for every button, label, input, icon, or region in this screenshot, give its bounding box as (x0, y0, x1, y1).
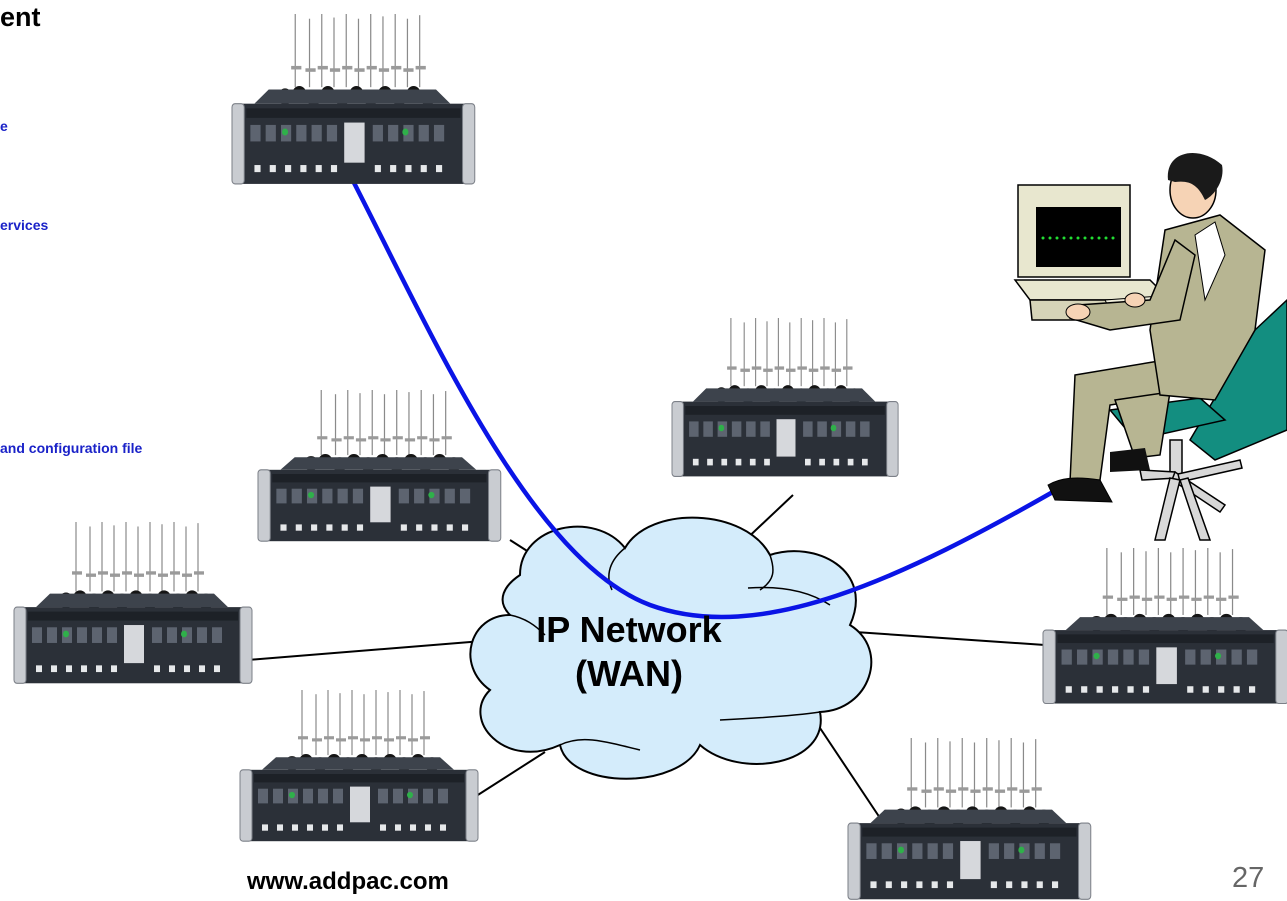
slide-title: ent (0, 2, 41, 32)
gateway-device (847, 737, 1092, 900)
gateway-device (671, 317, 899, 478)
website-link[interactable]: www.addpac.com (247, 868, 449, 895)
gateway-device (13, 521, 253, 684)
bullet-text: and configuration file (0, 440, 143, 456)
ip-network-label-line1: IP Network (536, 609, 722, 650)
bullet-text: e (0, 118, 8, 134)
ip-network-label: IP Network (WAN) (484, 608, 774, 696)
gateway-device (1042, 547, 1287, 705)
management-workstation (1013, 153, 1287, 541)
ip-network-label-line2: (WAN) (575, 653, 683, 694)
gateway-device (239, 689, 479, 842)
management-link (348, 173, 1067, 620)
page-number: 27 (1232, 862, 1265, 894)
ip-network-cloud (469, 516, 873, 780)
gateway-device (257, 389, 502, 542)
gateway-device (231, 13, 476, 185)
bullet-text: ervices (0, 217, 49, 233)
